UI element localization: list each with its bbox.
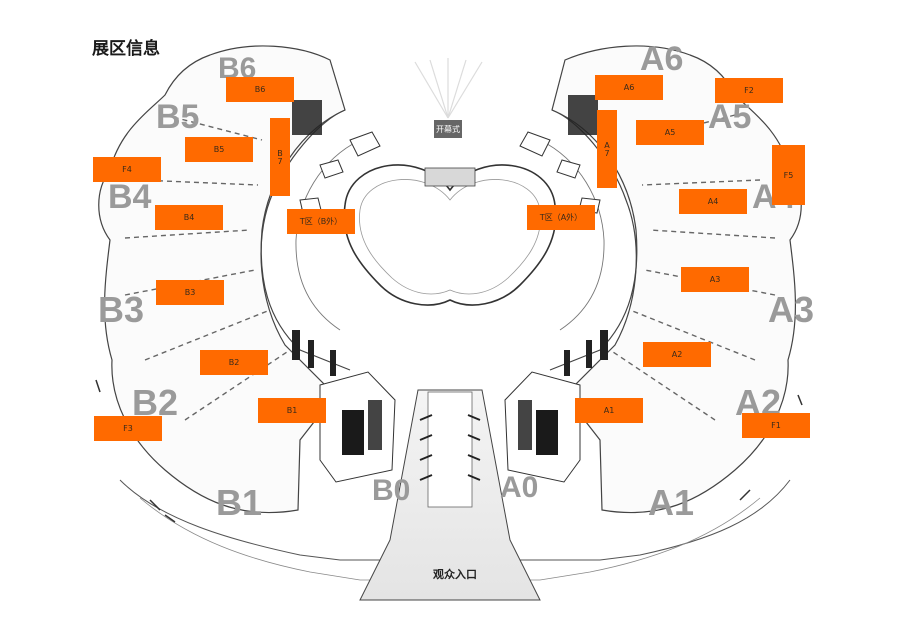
booth-label-A4[interactable]: A4 [679, 189, 747, 214]
entrance-label: 观众入口 [433, 567, 477, 581]
booth-label-B6[interactable]: B6 [226, 77, 294, 102]
booth-label-B5[interactable]: B5 [185, 137, 253, 162]
booth-label-A7[interactable]: A7 [597, 110, 617, 188]
booth-label-A6[interactable]: A6 [595, 75, 663, 100]
zone-marking-B4: B4 [108, 178, 152, 216]
zone-marking-B1: B1 [216, 482, 262, 523]
booth-label-T-B[interactable]: T区（B外） [287, 209, 355, 234]
booth-label-B4[interactable]: B4 [155, 205, 223, 230]
booth-label-B3[interactable]: B3 [156, 280, 224, 305]
booth-label-A3[interactable]: A3 [681, 267, 749, 292]
booth-label-A5[interactable]: A5 [636, 120, 704, 145]
zone-marking-A1: A1 [648, 482, 694, 523]
stage-sign: 开幕式 [436, 124, 460, 134]
zone-marking-B0: B0 [372, 474, 410, 507]
booth-label-A1[interactable]: A1 [575, 398, 643, 423]
zone-marking-A5: A5 [708, 98, 751, 136]
zone-marking-B5: B5 [156, 98, 199, 136]
booth-label-B7[interactable]: B7 [270, 118, 290, 196]
booth-label-F1[interactable]: F1 [742, 413, 810, 438]
booth-label-F4[interactable]: F4 [93, 157, 161, 182]
booth-label-A2[interactable]: A2 [643, 342, 711, 367]
zone-marking-A3: A3 [768, 289, 814, 330]
booth-label-T-A[interactable]: T区（A外） [527, 205, 595, 230]
central-atrium [343, 164, 557, 306]
booth-label-B1[interactable]: B1 [258, 398, 326, 423]
zone-marking-B3: B3 [98, 289, 144, 330]
booth-label-B2[interactable]: B2 [200, 350, 268, 375]
page-title: 展区信息 [92, 39, 160, 59]
booth-label-F5[interactable]: F5 [772, 145, 805, 205]
zone-marking-A0: A0 [500, 471, 538, 504]
booth-label-F2[interactable]: F2 [715, 78, 783, 103]
zone-marking-A6: A6 [640, 40, 683, 78]
booth-label-F3[interactable]: F3 [94, 416, 162, 441]
